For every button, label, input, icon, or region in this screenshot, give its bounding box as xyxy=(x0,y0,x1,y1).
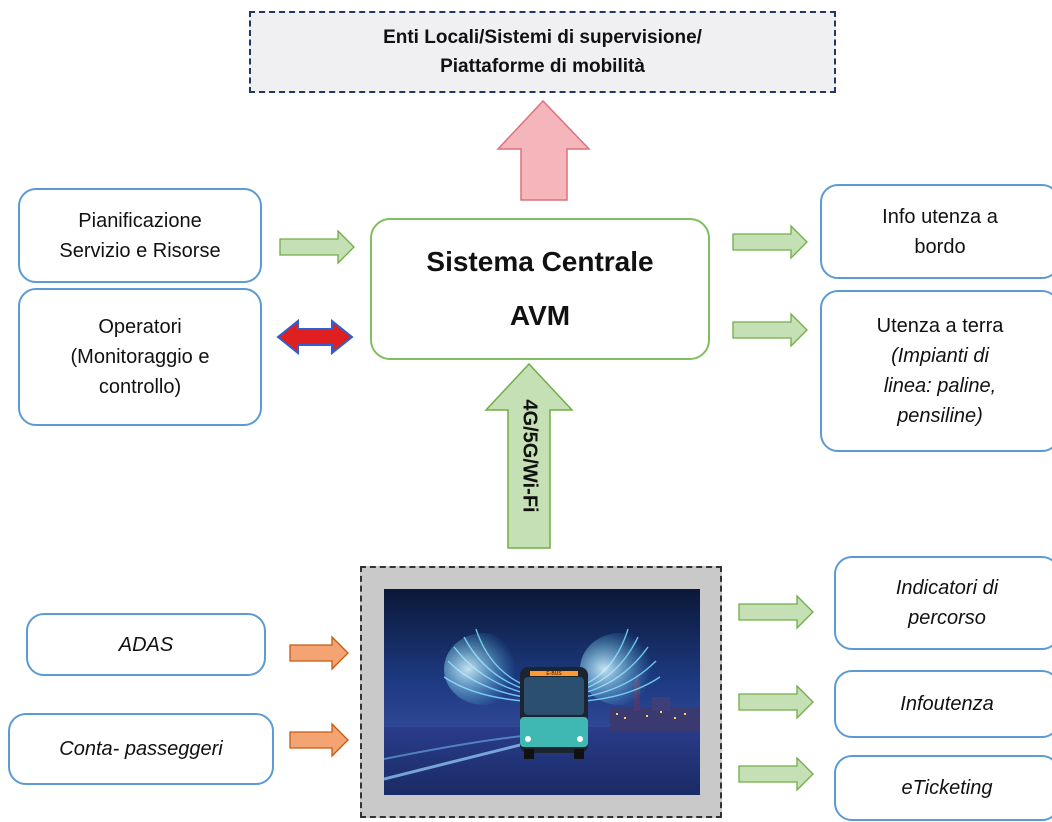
ground-users-box: Utenza a terra (Impianti di linea: palin… xyxy=(820,290,1052,452)
operators-box: Operatori (Monitoraggio e controllo) xyxy=(18,288,262,426)
operators-line-2: (Monitoraggio e xyxy=(70,346,210,368)
passenger-counter-box: Conta- passeggeri xyxy=(8,713,274,785)
planning-line-2: Servizio e Risorse xyxy=(59,239,221,262)
platforms-box: Enti Locali/Sistemi di supervisione/ Pia… xyxy=(249,11,836,93)
planning-box: Pianificazione Servizio e Risorse xyxy=(18,188,262,283)
vehicle-frame: E-BUS xyxy=(360,566,722,818)
route-indicators-box: Indicatori di percorso xyxy=(834,556,1052,650)
user-info-box: Infoutenza xyxy=(834,670,1052,738)
planning-line-1: Pianificazione xyxy=(78,209,202,232)
central-system-title: Sistema Centrale xyxy=(426,246,654,277)
bus-illustration: E-BUS xyxy=(384,589,700,795)
central-system-box: Sistema Centrale AVM xyxy=(370,218,710,360)
up-arrow-to-platforms xyxy=(496,99,591,201)
arrow-central-to-onboard xyxy=(732,224,808,260)
bus-image: E-BUS xyxy=(384,589,700,795)
user-info-label: Infoutenza xyxy=(900,693,994,715)
onboard-info-line-2: bordo xyxy=(914,235,966,258)
onboard-info-box: Info utenza a bordo xyxy=(820,184,1052,279)
operators-line-3: controllo) xyxy=(98,376,182,398)
eticketing-label: eTicketing xyxy=(901,777,993,799)
adas-label: ADAS xyxy=(118,633,174,656)
arrow-planning-to-central xyxy=(279,229,355,265)
passenger-counter-label: Conta- passeggeri xyxy=(59,738,223,760)
ground-users-line-3: linea: paline, xyxy=(883,375,997,397)
arrow-adas-to-bus xyxy=(289,635,349,671)
onboard-info-line-1: Info utenza a xyxy=(882,205,998,228)
ground-users-line-2: (Impianti di xyxy=(891,345,989,367)
adas-box: ADAS xyxy=(26,613,266,676)
arrow-central-to-ground xyxy=(732,312,808,348)
eticketing-box: eTicketing xyxy=(834,755,1052,821)
platforms-line-2: Piattaforme di mobilità xyxy=(440,56,645,77)
bidirectional-arrow-operators xyxy=(276,318,354,356)
bus-plate-text: E-BUS xyxy=(546,671,562,677)
operators-line-1: Operatori xyxy=(98,316,182,338)
connectivity-label: 4G/5G/Wi-Fi xyxy=(519,399,541,512)
orange-arrows xyxy=(289,635,349,758)
arrow-counter-to-bus xyxy=(289,722,349,758)
up-arrow-connectivity xyxy=(484,362,574,549)
platforms-line-1: Enti Locali/Sistemi di supervisione/ xyxy=(383,27,702,48)
route-indicators-line-2: percorso xyxy=(908,607,986,629)
arrow-bus-to-infoutenza xyxy=(738,684,814,720)
route-indicators-line-1: Indicatori di xyxy=(895,577,999,599)
ground-users-line-1: Utenza a terra xyxy=(876,315,1004,337)
ground-users-line-4: pensiline) xyxy=(897,405,983,427)
arrow-bus-to-indicators xyxy=(738,594,814,630)
central-system-avm: AVM xyxy=(509,300,571,331)
arrow-bus-to-eticketing xyxy=(738,756,814,792)
